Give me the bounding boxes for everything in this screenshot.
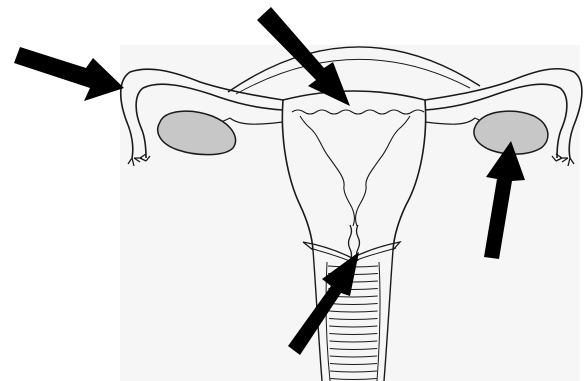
diagram-backdrop (120, 45, 580, 381)
arrow-fallopian-tube (14, 47, 124, 101)
